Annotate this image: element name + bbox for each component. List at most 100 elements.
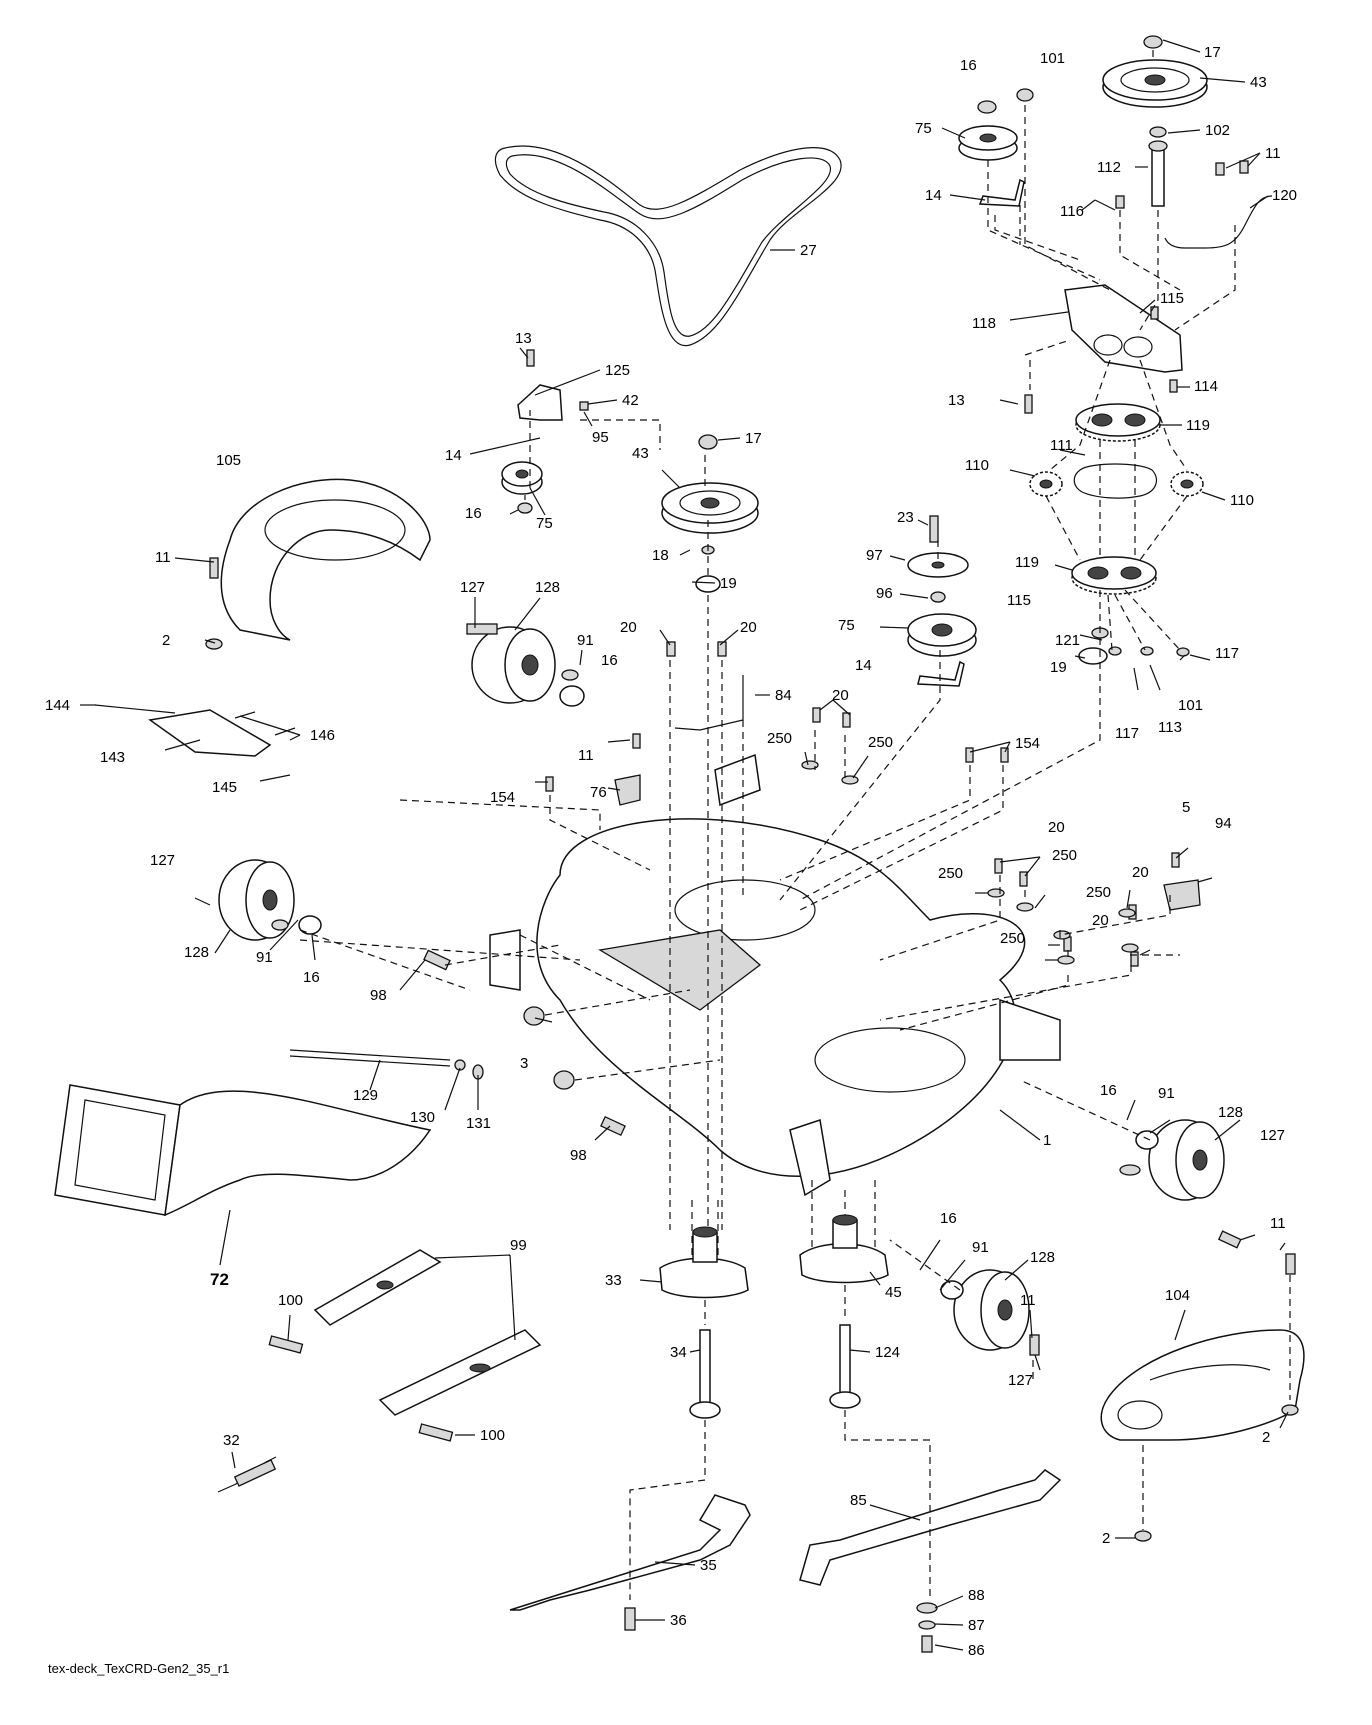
discharge-chute-72 <box>54 1084 432 1217</box>
pulley-97 <box>907 552 969 603</box>
blade-85 <box>799 1469 1062 1586</box>
label-17: 17 <box>745 430 762 447</box>
gear-119-lower <box>1071 556 1157 595</box>
label-11: 11 <box>578 747 594 764</box>
label-11: 11 <box>1020 1292 1036 1309</box>
label-111: 111 <box>1050 437 1073 454</box>
label-34: 34 <box>670 1344 687 1361</box>
label-16: 16 <box>940 1210 957 1227</box>
label-3: 3 <box>520 1055 528 1072</box>
bolt-100-b <box>418 1423 454 1442</box>
bolt-100-a <box>268 1335 304 1354</box>
blade-35 <box>509 1494 751 1611</box>
label-250: 250 <box>767 730 792 747</box>
label-101: 101 <box>1178 697 1203 714</box>
label-45: 45 <box>885 1284 902 1301</box>
label-76: 76 <box>590 784 607 801</box>
label-2: 2 <box>1262 1429 1270 1446</box>
label-98: 98 <box>570 1147 587 1164</box>
gear-plate-118 <box>1064 284 1183 373</box>
label-23: 23 <box>897 509 914 526</box>
drive-belt-27 <box>494 145 842 347</box>
label-43: 43 <box>632 445 649 462</box>
label-16: 16 <box>1100 1082 1117 1099</box>
shaft-112 <box>1148 126 1168 207</box>
label-14: 14 <box>855 657 872 674</box>
label-128: 128 <box>1218 1104 1243 1121</box>
label-13: 13 <box>515 330 532 347</box>
label-75: 75 <box>915 120 932 137</box>
label-154: 154 <box>1015 735 1040 752</box>
label-18: 18 <box>652 547 669 564</box>
label-100: 100 <box>480 1427 505 1444</box>
label-97: 97 <box>866 547 883 564</box>
label-127: 127 <box>1260 1127 1285 1144</box>
label-87: 87 <box>968 1617 985 1634</box>
label-100: 100 <box>278 1292 303 1309</box>
label-250: 250 <box>868 734 893 751</box>
label-85: 85 <box>850 1492 867 1509</box>
hardware-bolts <box>205 160 1299 1542</box>
label-145: 145 <box>212 779 237 796</box>
label-32: 32 <box>223 1432 240 1449</box>
label-154: 154 <box>490 789 515 806</box>
leader-lines <box>80 39 1289 1651</box>
label-20: 20 <box>1048 819 1065 836</box>
label-105: 105 <box>216 452 241 469</box>
label-104: 104 <box>1165 1287 1190 1304</box>
lever-assembly-143 <box>94 704 296 757</box>
washer-87 <box>918 1620 936 1630</box>
bolt-86 <box>921 1635 933 1653</box>
spindle-housing-33 <box>659 1226 749 1299</box>
label-91: 91 <box>256 949 273 966</box>
label-127: 127 <box>460 579 485 596</box>
label-110: 110 <box>965 457 989 474</box>
label-127: 127 <box>150 852 175 869</box>
spindle-shaft-124 <box>829 1324 861 1409</box>
label-110: 110 <box>1230 492 1254 509</box>
label-88: 88 <box>968 1587 985 1604</box>
label-96: 96 <box>876 585 893 602</box>
bearing-19-right <box>1078 647 1108 665</box>
label-20: 20 <box>832 687 849 704</box>
label-16: 16 <box>303 969 320 986</box>
idler-pulley-75-left <box>501 461 543 514</box>
gear-110-left <box>1029 471 1063 497</box>
label-14: 14 <box>925 187 942 204</box>
label-115: 115 <box>1160 290 1184 307</box>
label-36: 36 <box>670 1612 687 1629</box>
label-20: 20 <box>740 619 757 636</box>
label-116: 116 <box>1060 203 1084 220</box>
label-144: 144 <box>45 697 70 714</box>
bracket-14-center <box>917 660 965 687</box>
label-250: 250 <box>1052 847 1077 864</box>
label-91: 91 <box>577 632 594 649</box>
label-250: 250 <box>1000 930 1025 947</box>
label-120: 120 <box>1272 187 1297 204</box>
label-1: 1 <box>1043 1132 1051 1149</box>
blade-bolt-36 <box>624 1607 636 1631</box>
label-27: 27 <box>800 242 817 259</box>
label-20: 20 <box>620 619 637 636</box>
gasket-111 <box>1073 463 1158 499</box>
label-13: 13 <box>948 392 965 409</box>
idler-pulley-75-top <box>958 88 1034 161</box>
gear-119-top <box>1075 403 1161 442</box>
label-115: 115 <box>1007 592 1031 609</box>
label-119: 119 <box>1015 554 1039 571</box>
lift-arm-99 <box>313 1249 542 1416</box>
spindle-shaft-34 <box>689 1329 721 1419</box>
gear-110-right <box>1170 471 1204 497</box>
label-5: 5 <box>1182 799 1190 816</box>
label-99: 99 <box>510 1237 527 1254</box>
label-94: 94 <box>1215 815 1232 832</box>
label-95: 95 <box>592 429 609 446</box>
label-250: 250 <box>938 865 963 882</box>
label-42: 42 <box>622 392 639 409</box>
label-11: 11 <box>155 549 171 566</box>
label-16: 16 <box>465 505 482 522</box>
cutting-deck-1 <box>489 753 1061 1197</box>
label-131: 131 <box>466 1115 491 1132</box>
label-113: 113 <box>1158 719 1182 736</box>
